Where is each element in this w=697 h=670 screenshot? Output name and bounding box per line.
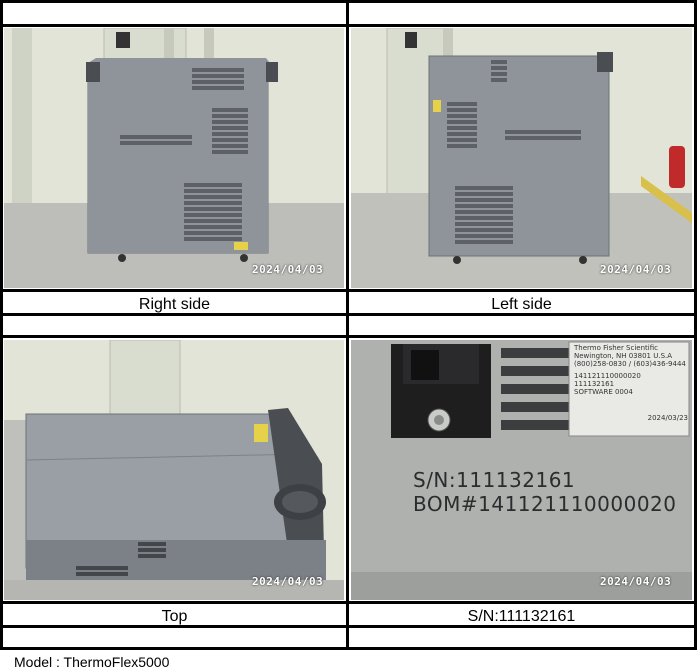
- label-software: SOFTWARE 0004: [574, 388, 633, 396]
- serial-number-text: S/N:111132161: [413, 468, 576, 492]
- table-rule-left: [0, 0, 3, 650]
- label-address: Newington, NH 03801 U.S.A: [574, 352, 673, 360]
- bom-number-text: BOM#141121110000020: [413, 492, 677, 516]
- label-bom-small: 141121110000020: [574, 372, 641, 380]
- label-brand: Thermo Fisher Scientific: [574, 344, 658, 352]
- caption-right-side: Right side: [138, 296, 211, 313]
- photo-date-stamp: 2024/04/03: [600, 575, 672, 588]
- label-sn-small: 111132161: [574, 380, 615, 388]
- caption-serial: S/N:111132161: [467, 608, 576, 625]
- photo-date-stamp: 2024/04/03: [252, 575, 324, 588]
- photo-right-side: 2024/04/03: [4, 28, 344, 288]
- caption-top: Top: [161, 608, 188, 625]
- table-rule-middle: [346, 0, 349, 650]
- label-phone: (800)258-0830 / (603)436-9444: [574, 360, 686, 368]
- photo-top: 2024/04/03: [4, 340, 344, 600]
- caption-left-side: Left side: [491, 296, 552, 313]
- photo-serial-plate: Thermo Fisher Scientific Newington, NH 0…: [351, 340, 692, 600]
- label-stamp: 2024/03/23: [647, 414, 688, 422]
- label-plate: Thermo Fisher Scientific Newington, NH 0…: [574, 344, 688, 422]
- photo-date-stamp: 2024/04/03: [252, 263, 324, 276]
- photo-date-stamp: 2024/04/03: [600, 263, 672, 276]
- photo-left-side: 2024/04/03: [351, 28, 692, 288]
- model-footer: Model : ThermoFlex5000: [14, 654, 170, 670]
- table-rule-right: [694, 0, 697, 650]
